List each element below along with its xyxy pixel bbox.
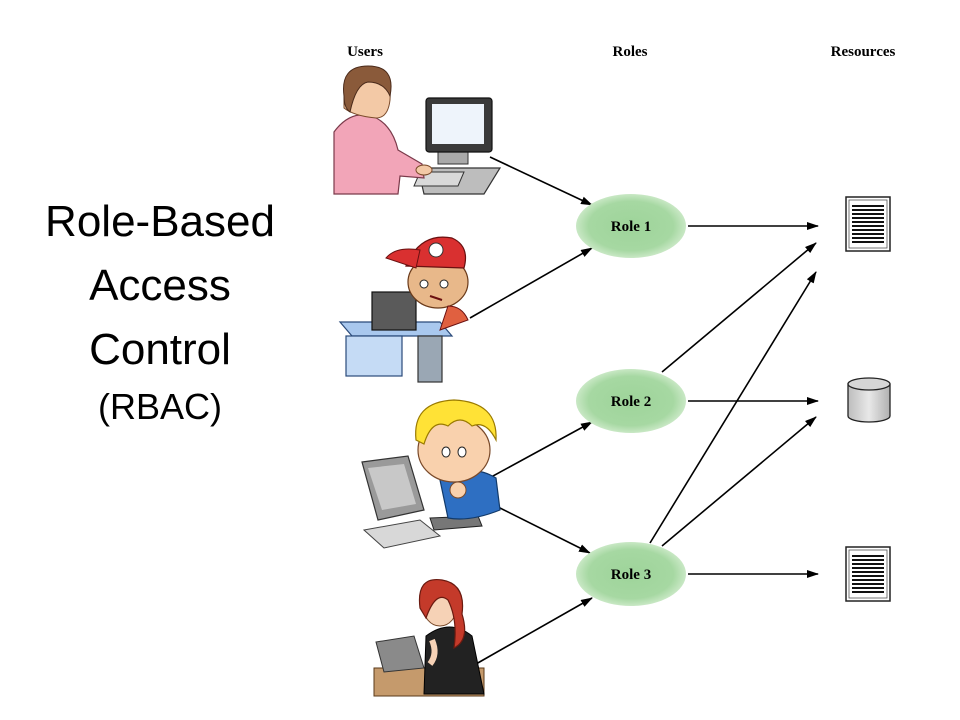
arrow-user2-role1 (469, 247, 593, 319)
title-line-3: Control (89, 325, 231, 374)
header-roles: Roles (613, 44, 648, 60)
title-line-2: Access (89, 261, 231, 310)
role-2-label: Role 2 (611, 394, 651, 410)
role-3-label: Role 3 (611, 567, 651, 583)
arrow-role2-resource1 (661, 242, 817, 373)
role-node-3: Role 3 (576, 542, 686, 606)
woman-at-computer-icon (333, 65, 502, 195)
arrow-user4-role3 (475, 597, 593, 665)
title-line-1: Role-Based (45, 197, 275, 246)
header-users: Users (347, 44, 383, 60)
role-1-ellipse (576, 194, 686, 258)
arrow-user3-role3 (495, 505, 591, 554)
database-icon (847, 383, 891, 423)
title-subtitle: (RBAC) (98, 386, 222, 427)
role-3-ellipse (576, 542, 686, 606)
role-node-1: Role 1 (576, 194, 686, 258)
blond-boy-at-computer-icon (361, 399, 501, 549)
boy-in-cap-at-computer-icon (338, 236, 469, 383)
arrow-role3-resource2 (661, 416, 817, 547)
resource-database (847, 377, 891, 423)
arrow-user3-role2 (481, 421, 593, 483)
role-node-2: Role 2 (576, 369, 686, 433)
slide-title: Role-Based Access Control (RBAC) (20, 190, 300, 432)
header-resources: Resources (831, 44, 896, 60)
resource-document-2 (845, 546, 891, 602)
arrow-user1-role1 (489, 156, 593, 206)
arrow-role3-resource1 (649, 271, 817, 544)
role-resource-arrows (649, 222, 819, 578)
user-role-arrows (469, 156, 593, 665)
role-1-label: Role 1 (611, 219, 651, 235)
resource-document-1 (845, 196, 891, 252)
role-2-ellipse (576, 369, 686, 433)
red-haired-woman-at-laptop-icon (373, 578, 485, 697)
